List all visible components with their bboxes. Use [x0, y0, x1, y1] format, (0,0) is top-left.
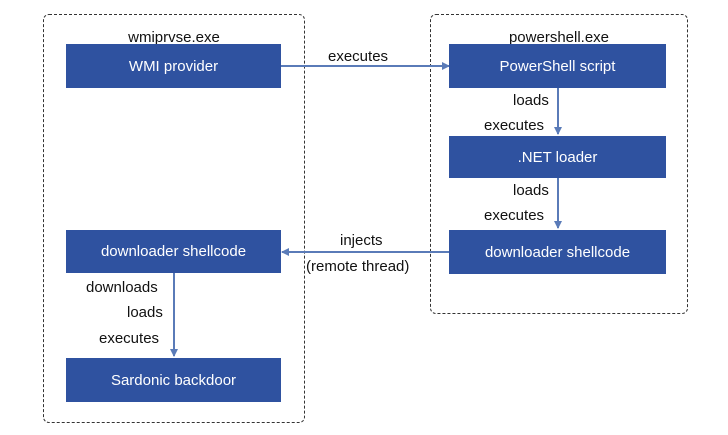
node-downloader-shellcode-left: downloader shellcode	[66, 230, 281, 273]
node-net-loader: .NET loader	[449, 136, 666, 178]
edge-label-loads-2: loads	[513, 182, 549, 199]
edge-label-loads-3: loads	[127, 304, 163, 321]
process-title-powershell: powershell.exe	[508, 29, 610, 46]
node-powershell-script: PowerShell script	[449, 44, 666, 88]
node-downloader-shellcode-right: downloader shellcode	[449, 230, 666, 274]
process-powershell: powershell.exe	[430, 14, 688, 314]
edge-label-downloads: downloads	[86, 279, 158, 296]
node-wmi-provider: WMI provider	[66, 44, 281, 88]
edge-label-executes-wmi: executes	[328, 48, 389, 65]
edge-label-executes-2: executes	[484, 207, 545, 224]
node-sardonic-backdoor: Sardonic backdoor	[66, 358, 281, 402]
process-title-wmiprvse: wmiprvse.exe	[128, 29, 220, 46]
edge-label-executes-3: executes	[99, 330, 160, 347]
edge-label-injects: injects	[340, 232, 383, 249]
edge-label-remote-thread: (remote thread)	[306, 258, 410, 275]
edge-label-loads-1: loads	[513, 92, 549, 109]
process-wmiprvse: wmiprvse.exe	[43, 14, 305, 423]
edge-label-executes-1: executes	[484, 117, 545, 134]
